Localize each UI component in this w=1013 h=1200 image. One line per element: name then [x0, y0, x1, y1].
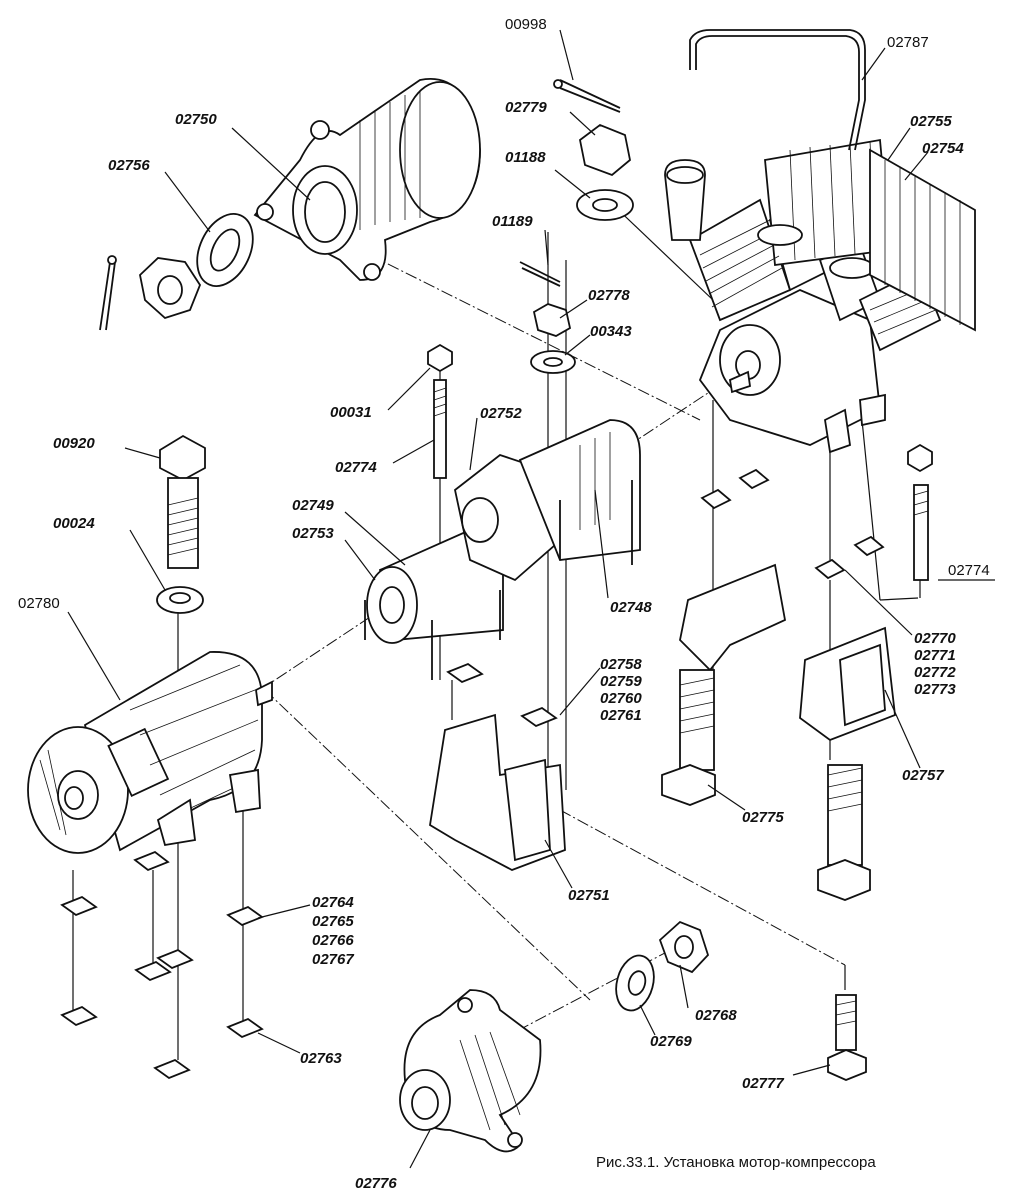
part-labels: 00998 02787 02779 02750 02755 02754 0118…: [18, 16, 990, 1192]
compressor-unit: [664, 29, 976, 454]
label-00998: 00998: [505, 16, 547, 33]
label-02751: 02751: [568, 887, 610, 904]
jack-screw-right: [817, 764, 871, 901]
shims-compressor-feet: [700, 468, 885, 580]
label-02750: 02750: [175, 111, 217, 128]
label-02765: 02765: [312, 913, 354, 930]
label-02772: 02772: [914, 664, 956, 681]
label-02770: 02770: [914, 630, 956, 647]
label-02777: 02777: [742, 1075, 784, 1092]
label-02776: 02776: [355, 1175, 397, 1192]
label-02753: 02753: [292, 525, 334, 542]
bracket-left-compressor: [679, 563, 787, 672]
washer-01188: [576, 189, 634, 221]
label-02769: 02769: [650, 1033, 692, 1050]
label-02767: 02767: [312, 951, 354, 968]
castle-nut-02778: [532, 303, 572, 337]
label-00920: 00920: [53, 435, 95, 452]
label-02774-right: 02774: [948, 562, 990, 579]
label-02764: 02764: [312, 894, 354, 911]
washer-02769: [615, 954, 655, 1012]
support-bracket-02751: [429, 662, 566, 871]
stud-02774-left: [433, 379, 447, 479]
cotter-pin-01189: [519, 261, 561, 287]
bracket-02757: [799, 626, 896, 742]
label-02748: 02748: [610, 599, 652, 616]
leader-lines: [67, 29, 995, 1169]
label-00024: 00024: [53, 515, 95, 532]
washer-00024: [156, 586, 204, 614]
label-02780: 02780: [18, 595, 60, 612]
label-02761: 02761: [600, 707, 642, 724]
label-02766: 02766: [312, 932, 354, 949]
label-02757: 02757: [902, 767, 944, 784]
jack-screw-02775: [661, 669, 716, 806]
label-02752: 02752: [480, 405, 522, 422]
castle-nut-left: [139, 257, 202, 320]
label-02756: 02756: [108, 157, 150, 174]
nut-00031: [427, 343, 453, 373]
flange-02776: [399, 989, 542, 1153]
label-00343: 00343: [590, 323, 632, 340]
bell-housing-02750: [253, 78, 481, 281]
label-02778: 02778: [588, 287, 630, 304]
washer-00343: [530, 350, 576, 374]
castle-nut-02779: [579, 123, 631, 177]
label-02787: 02787: [887, 34, 929, 51]
bolt-00920: [159, 434, 206, 569]
label-02754: 02754: [922, 140, 964, 157]
coupling-cover-02748: [518, 419, 641, 565]
label-02774-left: 02774: [335, 459, 377, 476]
label-02749: 02749: [292, 497, 334, 514]
nut-right: [907, 443, 933, 473]
shims-motor-feet: [60, 850, 264, 1080]
bolt-02777: [827, 994, 867, 1081]
cotter-pin-00998: [553, 79, 621, 113]
cotter-pin-left: [99, 255, 117, 331]
label-02771: 02771: [914, 647, 956, 664]
label-02760: 02760: [600, 690, 642, 707]
figure-caption: Рис.33.1. Установка мотор-компрессора: [596, 1154, 876, 1171]
stud-02774-right: [913, 484, 929, 581]
label-01188: 01188: [505, 149, 546, 166]
electric-motor-02780: [27, 651, 273, 854]
label-02755: 02755: [910, 113, 952, 130]
label-02779: 02779: [505, 99, 547, 116]
label-00031: 00031: [330, 404, 372, 421]
label-02759: 02759: [600, 673, 642, 690]
label-02758: 02758: [600, 656, 642, 673]
washer-02756: [196, 213, 254, 287]
label-02768: 02768: [695, 1007, 737, 1024]
label-01189: 01189: [492, 213, 533, 230]
nut-02768: [658, 920, 710, 974]
label-02773: 02773: [914, 681, 956, 698]
label-02775: 02775: [742, 809, 784, 826]
label-02763: 02763: [300, 1050, 342, 1067]
